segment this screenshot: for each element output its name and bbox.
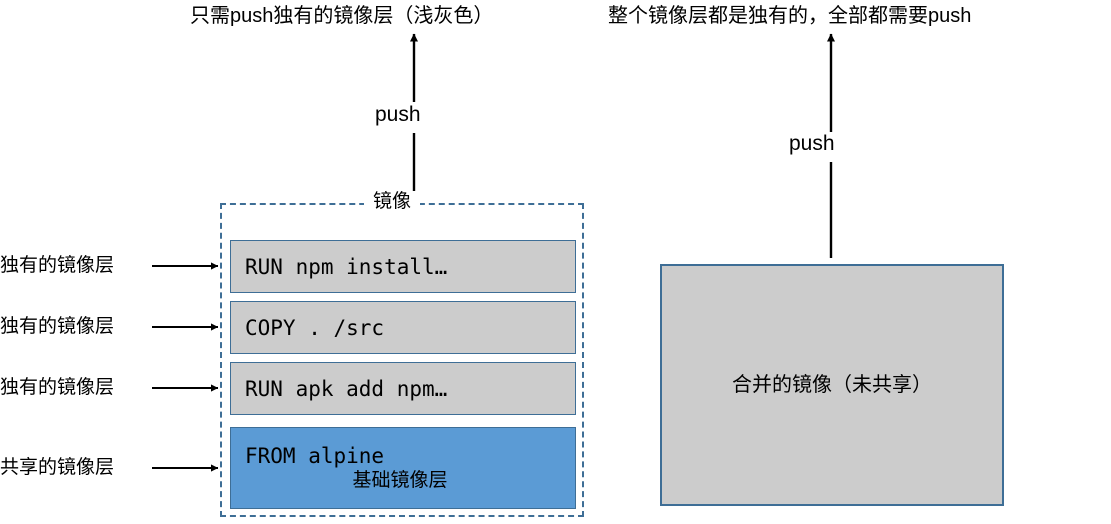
left-caption: 只需push独有的镜像层（浅灰色）	[190, 5, 494, 27]
side-label-unique-layer-2: 独有的镜像层	[0, 316, 115, 337]
side-label-shared-layer: 共享的镜像层	[0, 457, 115, 478]
layer-code-text: FROM alpine	[245, 444, 385, 468]
layer-code-text: RUN apk add npm…	[245, 376, 448, 401]
layer-box-from-alpine[interactable]: FROM alpine 基础镜像层	[230, 427, 576, 509]
base-layer-sublabel: 基础镜像层	[352, 470, 448, 491]
layer-box-run-apk-add-npm[interactable]: RUN apk add npm…	[230, 362, 576, 415]
merged-image-label: 合并的镜像（未共享）	[732, 374, 932, 396]
merged-image-box[interactable]: 合并的镜像（未共享）	[660, 264, 1004, 506]
layer-code-text: COPY . /src	[245, 315, 385, 340]
image-group-title: 镜像	[364, 191, 421, 213]
left-push-label: push	[371, 103, 425, 127]
layer-code-text: RUN npm install…	[245, 254, 448, 279]
right-caption: 整个镜像层都是独有的，全部都需要push	[608, 5, 972, 27]
right-push-label: push	[785, 132, 839, 156]
layer-box-copy-src[interactable]: COPY . /src	[230, 301, 576, 354]
side-label-unique-layer-1: 独有的镜像层	[0, 255, 115, 276]
layer-box-run-npm-install[interactable]: RUN npm install…	[230, 240, 576, 293]
side-label-unique-layer-3: 独有的镜像层	[0, 377, 115, 398]
